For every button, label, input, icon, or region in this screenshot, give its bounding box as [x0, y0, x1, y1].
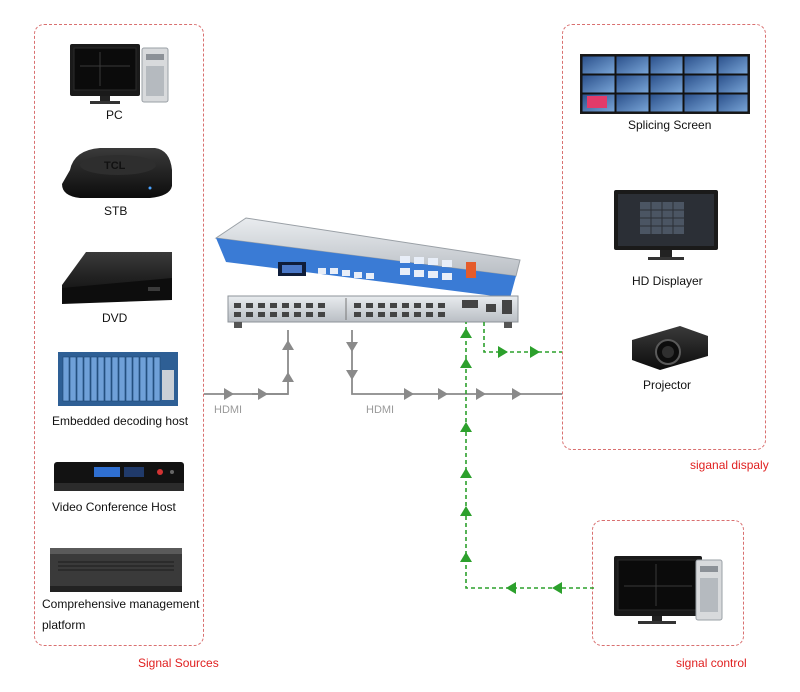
- label-video-conference-host: Video Conference Host: [52, 500, 176, 514]
- label-splicing-screen: Splicing Screen: [628, 118, 712, 132]
- caption-signal-sources: Signal Sources: [138, 656, 219, 670]
- hdmi-input-label: HDMI: [214, 404, 243, 416]
- signal-display-box: [562, 24, 766, 450]
- stb-device-icon: TCL: [62, 148, 172, 198]
- pc-device-icon: [70, 44, 169, 104]
- matrix-switcher-device: [214, 217, 521, 328]
- control-lines: [465, 322, 594, 589]
- hdmi-output-arrows: [346, 342, 522, 400]
- svg-text:TCL: TCL: [104, 160, 126, 172]
- control-pc-icon: [614, 556, 723, 624]
- label-dvd: DVD: [102, 311, 128, 325]
- hdmi-input-arrows: [224, 340, 294, 400]
- label-embedded-decoding-host: Embedded decoding host: [52, 414, 189, 428]
- hdmi-input-lines: [204, 330, 289, 395]
- projector-icon: [632, 326, 708, 370]
- label-management-platform-line2: platform: [42, 618, 86, 632]
- embedded-decoding-host-icon: [58, 352, 178, 406]
- label-pc: PC: [106, 108, 123, 122]
- dvd-device-icon: [62, 252, 172, 304]
- management-platform-icon: [50, 548, 182, 592]
- control-arrows: [460, 328, 562, 594]
- signal-sources-box: [34, 24, 204, 646]
- splicing-screen-icon: [580, 54, 750, 114]
- label-hd-displayer: HD Displayer: [632, 274, 703, 288]
- hd-displayer-icon: [614, 190, 718, 260]
- label-management-platform: Comprehensive management: [42, 597, 200, 611]
- caption-signal-display: siganal dispaly: [690, 458, 769, 472]
- label-projector: Projector: [643, 378, 692, 392]
- signal-control-box: [592, 520, 744, 646]
- hdmi-output-lines: [351, 330, 562, 395]
- video-conference-host-icon: [54, 462, 184, 491]
- label-stb: STB: [104, 204, 128, 218]
- hdmi-output-label: HDMI: [366, 404, 395, 416]
- caption-signal-control: signal control: [676, 656, 747, 670]
